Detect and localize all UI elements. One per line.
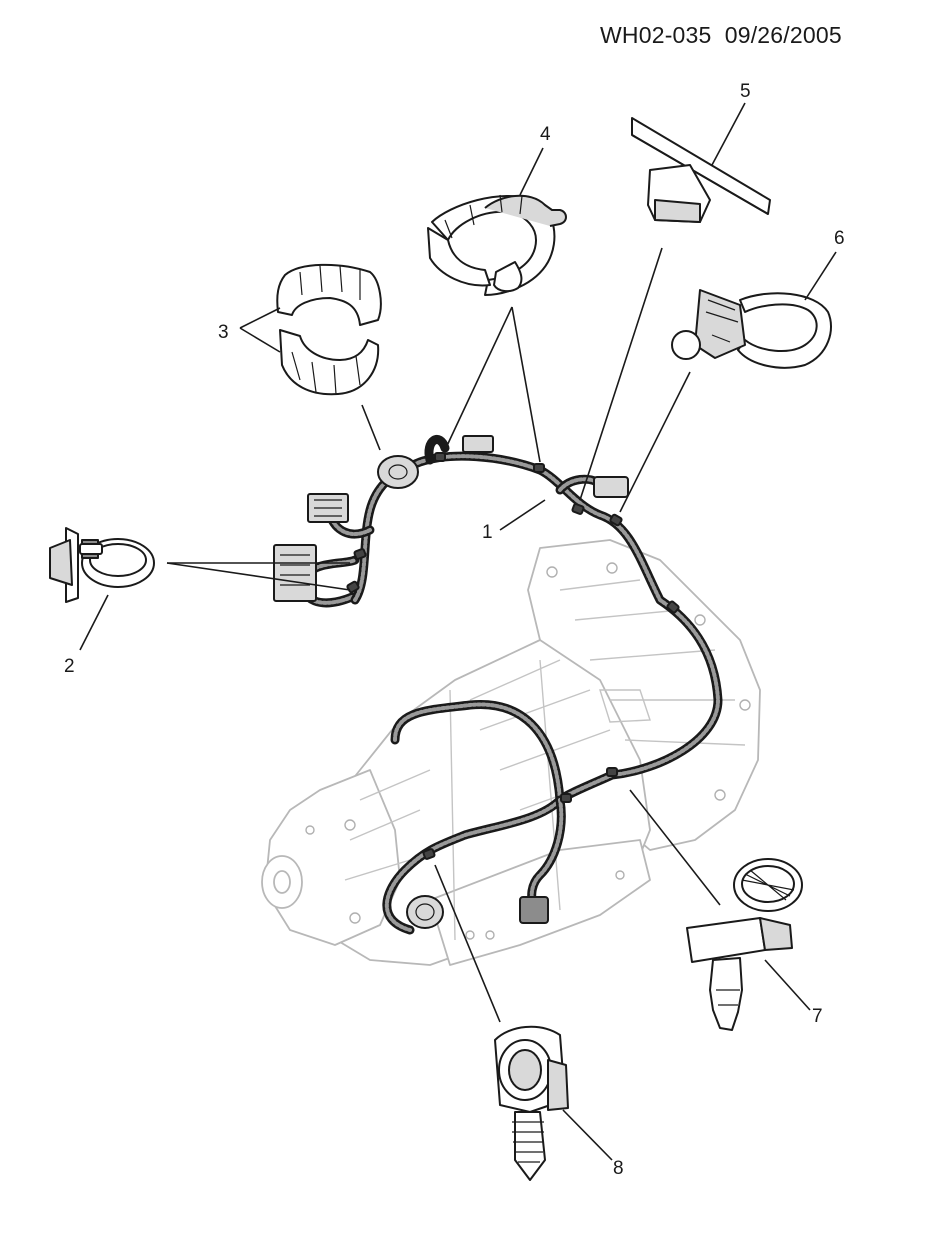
callout-labels: 1 2 3 4 5 6 7 8 — [64, 81, 845, 1179]
callout-8: 8 — [613, 1158, 624, 1179]
adhesive-tape-part-5 — [631, 117, 771, 223]
callout-5: 5 — [740, 81, 751, 102]
harness-connector — [406, 895, 444, 929]
callout-6: 6 — [834, 228, 845, 249]
leader-lines — [79, 102, 837, 1161]
wiring-harness — [273, 435, 723, 935]
harness-connector — [593, 476, 629, 498]
harness-connector — [273, 544, 317, 602]
part-number: WH02-035 — [600, 22, 712, 48]
strap-clip-part-7 — [686, 858, 803, 1031]
grommet-clip-part-4 — [427, 194, 567, 296]
callout-3: 3 — [218, 322, 229, 343]
diagram-date: 09/26/2005 — [724, 22, 842, 48]
callout-4: 4 — [540, 124, 551, 145]
callout-1: 1 — [482, 522, 493, 543]
harness-grommet — [377, 455, 419, 489]
split-grommet-part-3 — [276, 263, 382, 396]
push-pin-clip-part-8 — [494, 1025, 569, 1181]
harness-connector — [519, 896, 549, 924]
harness-connector — [462, 435, 494, 453]
band-clip-part-2 — [49, 527, 155, 603]
callout-2: 2 — [64, 656, 75, 677]
callout-7: 7 — [812, 1006, 823, 1027]
connector-strap-part-6 — [671, 289, 832, 369]
diagram-header: WH02-035 09/26/2005 — [600, 22, 900, 49]
